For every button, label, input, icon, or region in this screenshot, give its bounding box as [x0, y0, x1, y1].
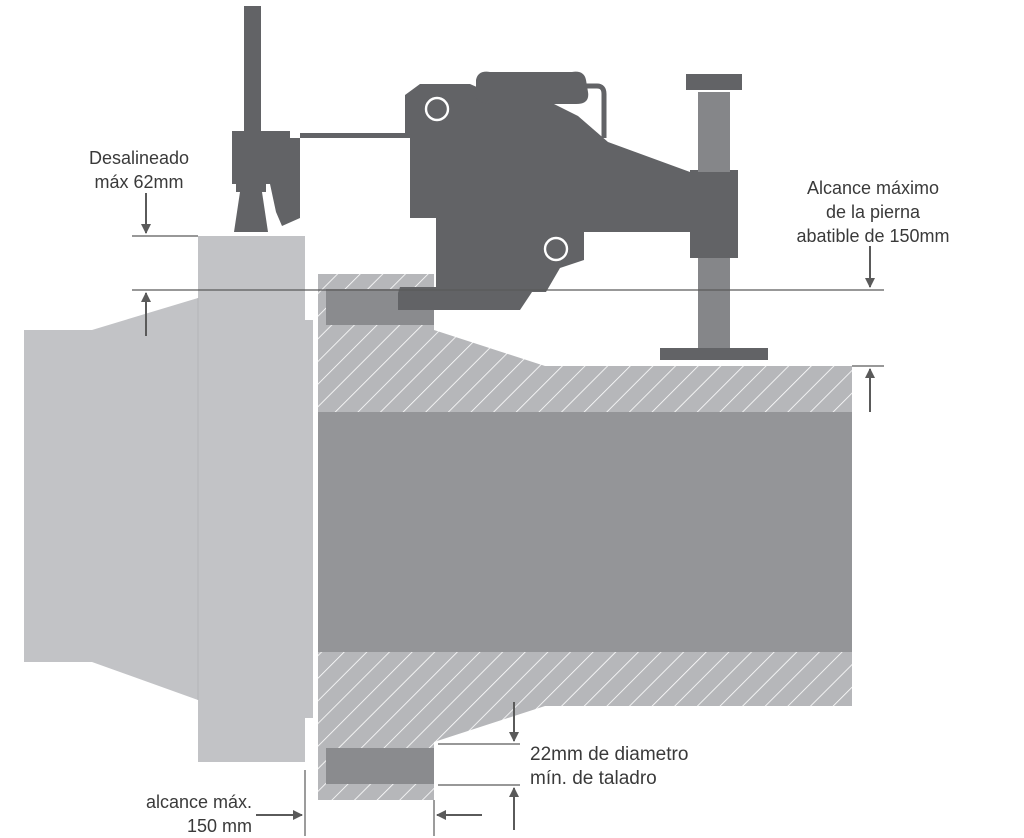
- misalignment-label-line2: máx 62mm: [94, 172, 184, 192]
- drill-diameter-label: 22mm de diametro mín. de taladro: [530, 743, 688, 791]
- left-machine-body: [24, 236, 313, 762]
- max-reach-label: alcance máx. 150 mm: [100, 790, 252, 838]
- misalignment-label-line1: Desalineado: [88, 148, 190, 168]
- pivot-circle-upper: [424, 96, 450, 122]
- drill-diameter-label-line1: 22mm de diametro: [530, 744, 689, 765]
- leg-reach-label: Alcance máximo de la pierna abatible de …: [776, 176, 970, 248]
- leg-top-knob: [686, 74, 742, 90]
- tool-handle: [475, 71, 589, 104]
- leg-reach-label-line1: Alcance máximo: [806, 178, 940, 198]
- pipe-flange-section: [313, 270, 852, 810]
- leg-reach-label-line3: abatible de 150mm: [796, 226, 950, 246]
- dimension-lines: [132, 235, 884, 836]
- dimension-arrows: [141, 193, 875, 830]
- max-reach-label-line2: 150 mm: [186, 816, 252, 836]
- misalignment-label: Desalineado máx 62mm: [68, 146, 210, 194]
- leg-reach-label-line2: de la pierna: [825, 202, 921, 222]
- cutter-head: [234, 192, 268, 232]
- max-reach-label-line1: alcance máx.: [145, 792, 252, 812]
- leg-foot: [660, 348, 768, 360]
- drill-diameter-label-line2: mín. de taladro: [530, 768, 657, 789]
- portable-milling-tool: [232, 6, 768, 360]
- leg-screw: [698, 258, 730, 348]
- pipe-bore: [318, 412, 852, 652]
- feed-rod: [244, 6, 261, 134]
- bolt-hole-lower: [326, 748, 434, 784]
- pivot-circle-lower: [543, 236, 569, 262]
